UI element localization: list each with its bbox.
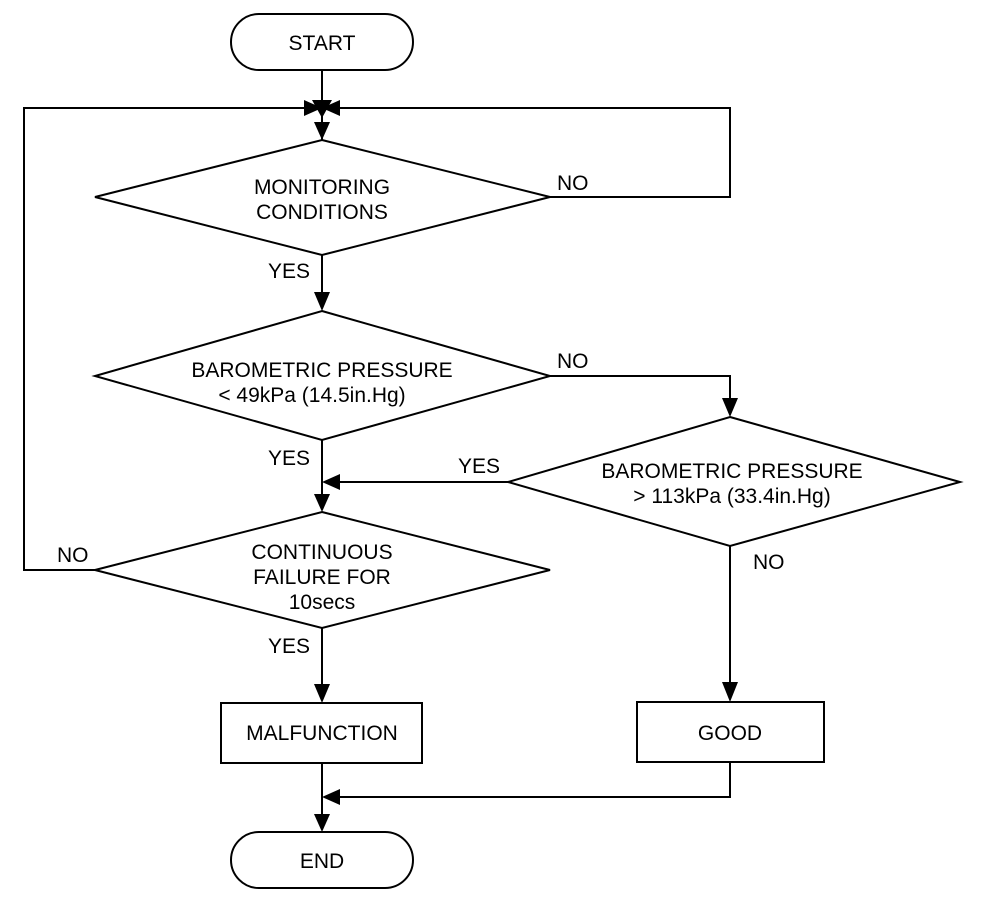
start-terminal: START: [230, 13, 414, 71]
arrowhead-into-monitoring: [314, 122, 330, 140]
arrowhead-merge-from-left: [304, 100, 322, 116]
arrowhead-into-low-pressure: [314, 292, 330, 311]
arrowhead-into-end: [314, 814, 330, 832]
result-good: GOOD: [636, 701, 825, 763]
connector-monitoring-no-loop: [340, 107, 731, 198]
arrowhead-high-pressure-yes: [322, 474, 340, 490]
decision-barometric-low: BAROMETRIC PRESSURE < 49kPa (14.5in.Hg): [91, 309, 554, 442]
label-continuous-yes: YES: [268, 635, 310, 658]
arrowhead-merge-down: [312, 100, 332, 118]
arrowhead-into-high-pressure: [722, 398, 738, 417]
decision-continuous-failure: CONTINUOUS FAILURE FOR 10secs: [94, 510, 551, 630]
label-high-pressure-no: NO: [753, 551, 785, 574]
result-malfunction: MALFUNCTION: [220, 702, 423, 764]
label-low-pressure-no: NO: [557, 350, 589, 373]
result-good-label: GOOD: [698, 722, 762, 745]
start-label: START: [289, 32, 356, 55]
connector-low-pressure-no: [550, 375, 731, 398]
decision-high-line2: > 113kPa (33.4in.Hg): [633, 485, 830, 508]
decision-continuous-line2: FAILURE FOR: [253, 566, 391, 589]
label-monitoring-yes: YES: [268, 260, 310, 283]
arrowhead-good-merge: [322, 789, 340, 805]
label-continuous-no: NO: [57, 544, 89, 567]
label-monitoring-no: NO: [557, 172, 589, 195]
decision-continuous-line3: 10secs: [289, 591, 356, 614]
decision-low-line2: < 49kPa (14.5in.Hg): [218, 384, 405, 407]
label-high-pressure-yes: YES: [458, 455, 500, 478]
decision-barometric-high: BAROMETRIC PRESSURE > 113kPa (33.4in.Hg): [504, 415, 964, 548]
arrowhead-merge-from-right: [322, 100, 340, 116]
arrowhead-into-continuous: [314, 494, 330, 512]
arrowhead-into-good: [722, 682, 738, 702]
decision-monitoring-conditions: MONITORING CONDITIONS: [94, 138, 551, 257]
result-malfunction-label: MALFUNCTION: [246, 722, 398, 745]
decision-high-line1: BAROMETRIC PRESSURE: [601, 460, 862, 483]
end-label: END: [300, 850, 344, 873]
decision-continuous-line1: CONTINUOUS: [251, 541, 392, 564]
end-terminal: END: [230, 831, 414, 889]
decision-monitoring-line1: MONITORING: [254, 176, 390, 199]
arrowhead-into-malfunction: [314, 684, 330, 703]
connector-good-to-end: [340, 762, 731, 798]
decision-low-line1: BAROMETRIC PRESSURE: [191, 359, 452, 382]
connector-continuous-no-loop: [23, 107, 304, 571]
decision-monitoring-line2: CONDITIONS: [256, 201, 388, 224]
label-low-pressure-yes: YES: [268, 447, 310, 470]
